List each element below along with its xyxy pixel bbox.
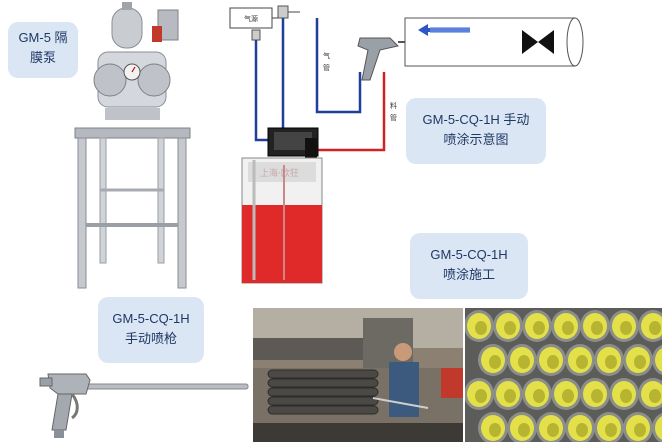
pipe-end <box>623 344 653 376</box>
pipe-end <box>609 378 639 410</box>
pump-callout-line2: 膜泵 <box>29 50 56 65</box>
pipe-end <box>580 310 610 342</box>
diaphragm-pump-photo <box>60 0 210 290</box>
pipe-end <box>638 310 662 342</box>
pipe-end <box>551 310 581 342</box>
pipe-end <box>652 344 662 376</box>
pipe-end <box>465 310 494 342</box>
gun-callout-line1: GM-5-CQ-1H <box>112 311 190 326</box>
pipe-end <box>580 378 610 410</box>
coated-pipes-photo <box>465 308 662 442</box>
diagram-callout-line1: GM-5-CQ-1H 手动 <box>422 112 530 127</box>
pipe-end <box>609 310 639 342</box>
gun-callout: GM-5-CQ-1H 手动喷枪 <box>98 297 204 363</box>
pipe-end <box>594 412 624 442</box>
pipe-end <box>465 378 494 410</box>
diagram-callout: GM-5-CQ-1H 手动 喷涂示意图 <box>406 98 546 164</box>
pipe-end <box>594 344 624 376</box>
pipe-end <box>493 378 523 410</box>
air-pipe-label-1: 气 <box>323 51 330 60</box>
construction-callout-line2: 喷涂施工 <box>442 267 495 282</box>
pipe-end <box>652 412 662 442</box>
pipe-end <box>478 412 508 442</box>
spray-schematic-diagram: 气源 气 管 料 管 上海·欧狂 <box>220 0 660 290</box>
pipe-end <box>638 378 662 410</box>
pipe-end <box>478 344 508 376</box>
construction-photo <box>253 308 463 442</box>
pipe-end <box>536 412 566 442</box>
material-pipe-label-2: 管 <box>390 113 397 122</box>
pipe-end <box>507 344 537 376</box>
construction-callout-line1: GM-5-CQ-1H <box>430 247 508 262</box>
gun-callout-line2: 手动喷枪 <box>124 331 177 346</box>
pump-callout: GM-5 隔 膜泵 <box>8 22 78 78</box>
air-source-label: 气源 <box>244 14 258 23</box>
construction-callout: GM-5-CQ-1H 喷涂施工 <box>410 233 528 299</box>
material-pipe-label-1: 料 <box>390 101 397 110</box>
pipe-end <box>565 412 595 442</box>
pipe-end <box>565 344 595 376</box>
pipe-end <box>493 310 523 342</box>
pipe-end <box>551 378 581 410</box>
pipe-end <box>623 412 653 442</box>
pipe-end <box>522 378 552 410</box>
pipe-end <box>507 412 537 442</box>
diagram-callout-line2: 喷涂示意图 <box>443 132 509 147</box>
manual-spray-gun-image <box>28 360 250 440</box>
pump-callout-line1: GM-5 隔 <box>18 30 68 45</box>
air-pipe-label-2: 管 <box>323 63 330 72</box>
pipe-end <box>522 310 552 342</box>
pipe-end <box>536 344 566 376</box>
tank-brand-text: 上海·欧狂 <box>260 167 299 179</box>
